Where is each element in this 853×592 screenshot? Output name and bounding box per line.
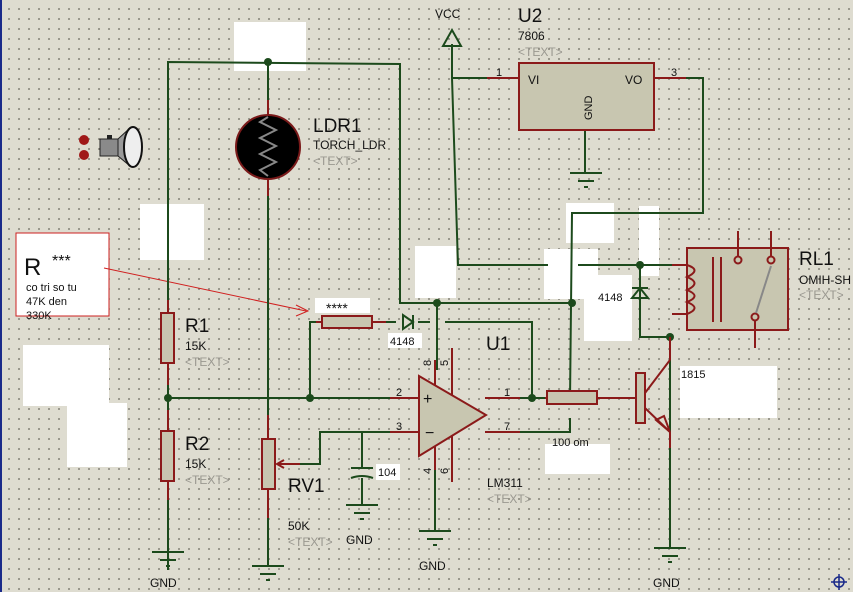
ground-symbols <box>152 172 686 581</box>
note-box[interactable]: R *** co tri so tu 47K den 330K <box>15 232 310 322</box>
u1-text: <TEXT> <box>487 492 532 506</box>
gnd-label: GND <box>653 576 680 590</box>
r1-text: <TEXT> <box>185 355 230 369</box>
r1-value: 15K <box>185 339 206 353</box>
u2-vo: VO <box>625 73 642 87</box>
u2-text: <TEXT> <box>518 45 563 59</box>
junctions <box>164 58 674 402</box>
ldr1-value: TORCH_LDR <box>313 138 386 152</box>
feedback-resistor[interactable]: **** <box>315 298 386 329</box>
u2-regulator[interactable]: U2 7806 <TEXT> 1 3 VI VO GND <box>487 6 686 131</box>
u1-pin2: 2 <box>396 387 402 399</box>
feedback-diode[interactable]: 4148 <box>388 313 422 348</box>
c1-value: 104 <box>378 467 396 479</box>
q1-transistor[interactable]: 1815 <box>635 337 705 448</box>
u2-pin3: 3 <box>671 67 677 79</box>
c1-capacitor[interactable]: 104 <box>350 464 400 480</box>
u2-vi: VI <box>528 73 539 87</box>
note-stars: *** <box>52 253 71 270</box>
rv1-value: 50K <box>288 519 309 533</box>
q1-value: 1815 <box>681 369 705 381</box>
u1-pin4: 4 <box>422 468 434 474</box>
base-resistor-value: 100 om <box>552 437 589 449</box>
canvas-left-border <box>0 0 2 592</box>
origin-crosshair-icon <box>831 574 847 590</box>
r2-value: 15K <box>185 457 206 471</box>
feedback-diode-value: 4148 <box>390 336 414 348</box>
ldr1-ref: LDR1 <box>313 116 362 137</box>
u1-pin8: 8 <box>422 360 434 366</box>
gnd-label: GND <box>419 559 446 573</box>
note-line1: co tri so tu <box>26 282 77 294</box>
ldr1-text: <TEXT> <box>313 154 358 168</box>
rv1-text: <TEXT> <box>288 535 333 549</box>
u1-value: LM311 <box>487 476 523 490</box>
relay-diode-value: 4148 <box>598 292 622 304</box>
wires <box>167 44 704 570</box>
rl1-relay[interactable]: RL1 OMIH-SH <TEXT> <box>672 231 851 348</box>
note-arrow <box>103 267 307 312</box>
u2-gnd: GND <box>583 96 595 121</box>
vcc-label: VCC <box>435 7 461 21</box>
gnd-label: GND <box>150 576 177 590</box>
erased-patches <box>23 22 777 474</box>
u2-value: 7806 <box>518 29 545 43</box>
base-resistor[interactable]: 100 om <box>545 390 637 449</box>
u1-pin6: 6 <box>439 468 451 474</box>
feedback-resistor-value: **** <box>326 300 348 316</box>
r1-resistor[interactable]: R1 15K <TEXT> <box>160 300 230 385</box>
u1-ref: U1 <box>486 334 510 355</box>
note-arrow-head <box>295 304 310 317</box>
rl1-value: OMIH-SH <box>799 273 851 287</box>
u1-pin7: 7 <box>504 421 510 433</box>
u1-pin1: 1 <box>504 387 510 399</box>
rl1-ref: RL1 <box>799 249 834 270</box>
ldr1[interactable]: LDR1 TORCH_LDR <TEXT> <box>235 100 386 196</box>
speaker-icon[interactable] <box>79 126 143 168</box>
relay-diode[interactable]: 4148 <box>596 286 651 304</box>
note-title: R <box>24 254 41 281</box>
note-line3: 330K <box>26 310 52 322</box>
r1-ref: R1 <box>185 316 209 337</box>
gnd-label: GND <box>346 533 373 547</box>
u1-minus: − <box>425 425 434 442</box>
u1-comparator[interactable]: + − 2 3 1 7 8 5 4 6 U1 LM311 <TEXT> <box>390 334 532 506</box>
rl1-text: <TEXT> <box>799 288 844 302</box>
u2-pin1: 1 <box>496 67 502 79</box>
r2-text: <TEXT> <box>185 473 230 487</box>
r2-resistor[interactable]: R2 15K <TEXT> <box>160 410 230 500</box>
vcc-terminal[interactable]: VCC <box>435 7 463 47</box>
r2-ref: R2 <box>185 434 209 455</box>
rv1-potentiometer[interactable]: RV1 50K <TEXT> <box>261 415 333 549</box>
note-line2: 47K den <box>26 296 67 308</box>
u1-pin3: 3 <box>396 421 402 433</box>
rv1-ref: RV1 <box>288 476 325 497</box>
u1-plus: + <box>423 391 432 408</box>
u1-pin5: 5 <box>439 360 451 366</box>
u2-ref: U2 <box>518 6 542 27</box>
